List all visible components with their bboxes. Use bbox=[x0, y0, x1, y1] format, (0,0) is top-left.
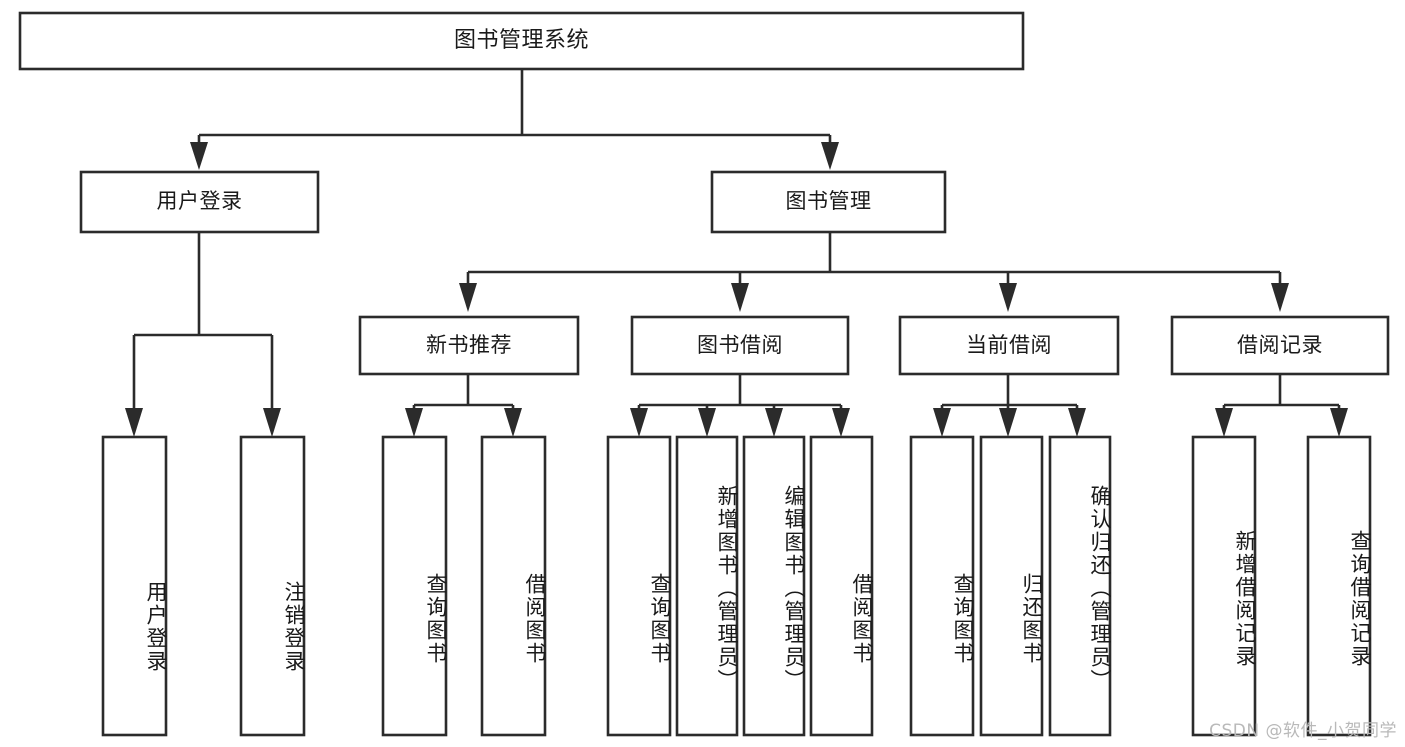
arrow-to-leaf-borrow-book-1 bbox=[504, 408, 522, 437]
arrow-to-new-book bbox=[459, 283, 477, 312]
node-box-new-book[interactable] bbox=[358, 315, 580, 376]
arrow-to-book-borrow bbox=[731, 283, 749, 312]
node-box-book-borrow[interactable] bbox=[630, 315, 850, 376]
leaf-box-return-book[interactable] bbox=[979, 435, 1044, 737]
node-box-user-login[interactable] bbox=[79, 170, 320, 234]
node-box-book-manage[interactable] bbox=[710, 170, 947, 234]
arrow-to-leaf-search-book-2 bbox=[630, 408, 648, 437]
arrow-to-leaf-confirm-return bbox=[1068, 408, 1086, 437]
arrow-to-leaf-edit-book bbox=[765, 408, 783, 437]
leaf-box-logout[interactable] bbox=[239, 435, 306, 737]
arrow-to-leaf-search-book-3 bbox=[933, 408, 951, 437]
arrow-to-leaf-add-book bbox=[698, 408, 716, 437]
arrow-to-user-login bbox=[190, 142, 208, 170]
leaf-box-user-login[interactable] bbox=[101, 435, 168, 737]
arrow-to-leaf-user-login bbox=[125, 408, 143, 437]
leaf-box-edit-book[interactable] bbox=[742, 435, 806, 737]
arrow-to-leaf-borrow-book-2 bbox=[832, 408, 850, 437]
arrow-to-leaf-logout bbox=[263, 408, 281, 437]
leaf-box-search-book-2[interactable] bbox=[606, 435, 672, 737]
leaf-box-search-book-3[interactable] bbox=[909, 435, 975, 737]
arrow-to-leaf-add-record bbox=[1215, 408, 1233, 437]
arrow-to-borrow-record bbox=[1271, 283, 1289, 312]
leaf-box-search-record[interactable] bbox=[1306, 435, 1372, 737]
leaf-box-confirm-return[interactable] bbox=[1048, 435, 1112, 737]
arrow-to-current-borrow bbox=[999, 283, 1017, 312]
leaf-box-add-record[interactable] bbox=[1191, 435, 1257, 737]
arrow-to-book-manage bbox=[821, 142, 839, 170]
leaf-box-search-book-1[interactable] bbox=[381, 435, 448, 737]
leaf-box-borrow-book-2[interactable] bbox=[809, 435, 874, 737]
arrow-to-leaf-search-book-1 bbox=[405, 408, 423, 437]
node-box-root[interactable] bbox=[18, 11, 1025, 71]
leaf-box-borrow-book-1[interactable] bbox=[480, 435, 547, 737]
node-box-borrow-record[interactable] bbox=[1170, 315, 1390, 376]
arrow-to-leaf-search-record bbox=[1330, 408, 1348, 437]
leaf-box-add-book[interactable] bbox=[675, 435, 739, 737]
node-box-current-borrow[interactable] bbox=[898, 315, 1120, 376]
arrow-to-leaf-return-book bbox=[999, 408, 1017, 437]
